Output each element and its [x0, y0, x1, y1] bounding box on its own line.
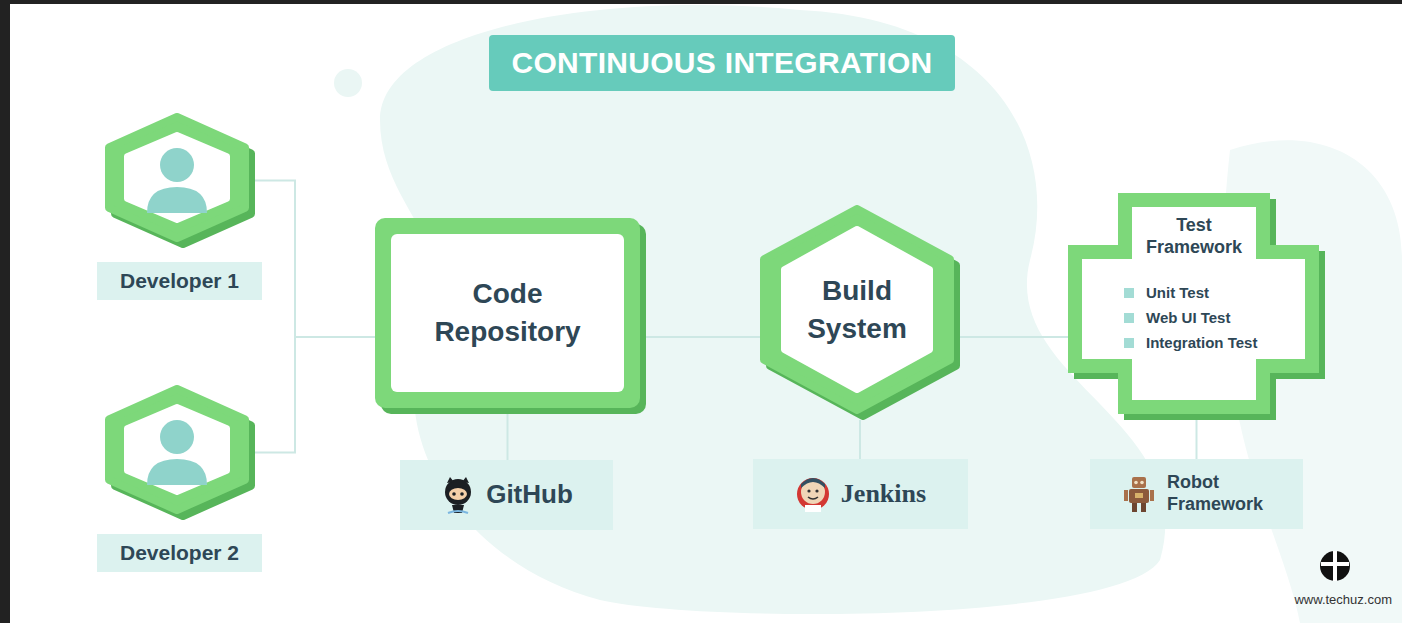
tool-tag: Jenkins — [753, 459, 968, 529]
bullet — [1124, 313, 1134, 323]
connector-line — [507, 408, 509, 460]
node-text: GitHub — [486, 479, 573, 510]
node-text: Jenkins — [841, 478, 926, 509]
connector-line — [960, 336, 1068, 338]
hexagon-face — [127, 135, 227, 220]
connector-line — [1196, 420, 1198, 459]
list-text: Integration Test — [1146, 334, 1257, 351]
developer-hexagon — [105, 113, 255, 248]
hexagon-outline — [109, 117, 245, 238]
frame-edge — [0, 0, 1402, 4]
node-text: Developer 1 — [120, 269, 239, 293]
developer-node: Developer 2 — [97, 385, 262, 572]
name-label: Developer 2 — [97, 534, 262, 572]
connector — [507, 408, 508, 460]
node-text: Code Repository — [413, 275, 603, 351]
connector — [860, 420, 861, 459]
node-text: Developer 2 — [120, 541, 239, 565]
test-cross: Test FrameworkUnit TestWeb UI TestIntegr… — [1068, 193, 1325, 420]
tool-tag: GitHub — [400, 460, 613, 530]
hexagon-face — [784, 229, 930, 390]
tool-icon — [440, 475, 476, 515]
list-text: Web UI Test — [1146, 309, 1230, 326]
title-band: CONTINUOUS INTEGRATION — [489, 35, 954, 91]
hexagon-outline — [764, 209, 950, 410]
process-box: Code Repository — [375, 218, 640, 408]
node-text: Robot Framework — [1167, 472, 1272, 515]
person-body — [147, 459, 207, 485]
list-item: Unit Test — [1124, 280, 1257, 305]
box-face: Code Repository — [391, 234, 624, 392]
cross-face — [1082, 207, 1305, 400]
hexagon-content: Build System — [760, 205, 954, 414]
connector — [1196, 420, 1197, 459]
background-blob — [380, 5, 1165, 614]
cross-shadow — [1074, 199, 1325, 420]
connector-line — [640, 336, 760, 338]
background-dot — [334, 69, 362, 97]
hexagon-outline — [109, 389, 245, 510]
tool-icon — [795, 474, 831, 514]
developer-node: Developer 1 — [97, 113, 262, 300]
process-hexagon: Build System — [760, 205, 960, 420]
connector — [255, 337, 375, 453]
frame-edge — [0, 0, 10, 623]
watermark-label: www.techuz.com — [1294, 592, 1392, 607]
bullet — [1124, 338, 1134, 348]
bullet — [1124, 288, 1134, 298]
connector-line — [255, 181, 375, 338]
connector — [255, 181, 375, 338]
tool-tag: Robot Framework — [1090, 459, 1303, 529]
hexagon-face — [127, 407, 227, 492]
person-head — [160, 420, 194, 454]
person-body — [147, 187, 207, 213]
developer-hexagon — [105, 385, 255, 520]
connector — [960, 337, 1068, 338]
list-text: Unit Test — [1146, 284, 1209, 301]
name-label: Developer 1 — [97, 262, 262, 300]
node-heading: Test Framework — [1132, 215, 1256, 258]
connector — [640, 337, 760, 338]
node-text: Build System — [792, 272, 922, 348]
connector-line — [255, 337, 375, 453]
test-list: Unit TestWeb UI TestIntegration Test — [1124, 280, 1257, 355]
title-wrap: CONTINUOUS INTEGRATION — [42, 35, 1402, 91]
person-head — [160, 148, 194, 182]
tool-icon — [1121, 474, 1157, 514]
connector-line — [859, 420, 861, 459]
cross-outline — [1068, 193, 1319, 414]
list-item: Integration Test — [1124, 330, 1257, 355]
logo-mark — [1320, 551, 1350, 581]
list-item: Web UI Test — [1124, 305, 1257, 330]
